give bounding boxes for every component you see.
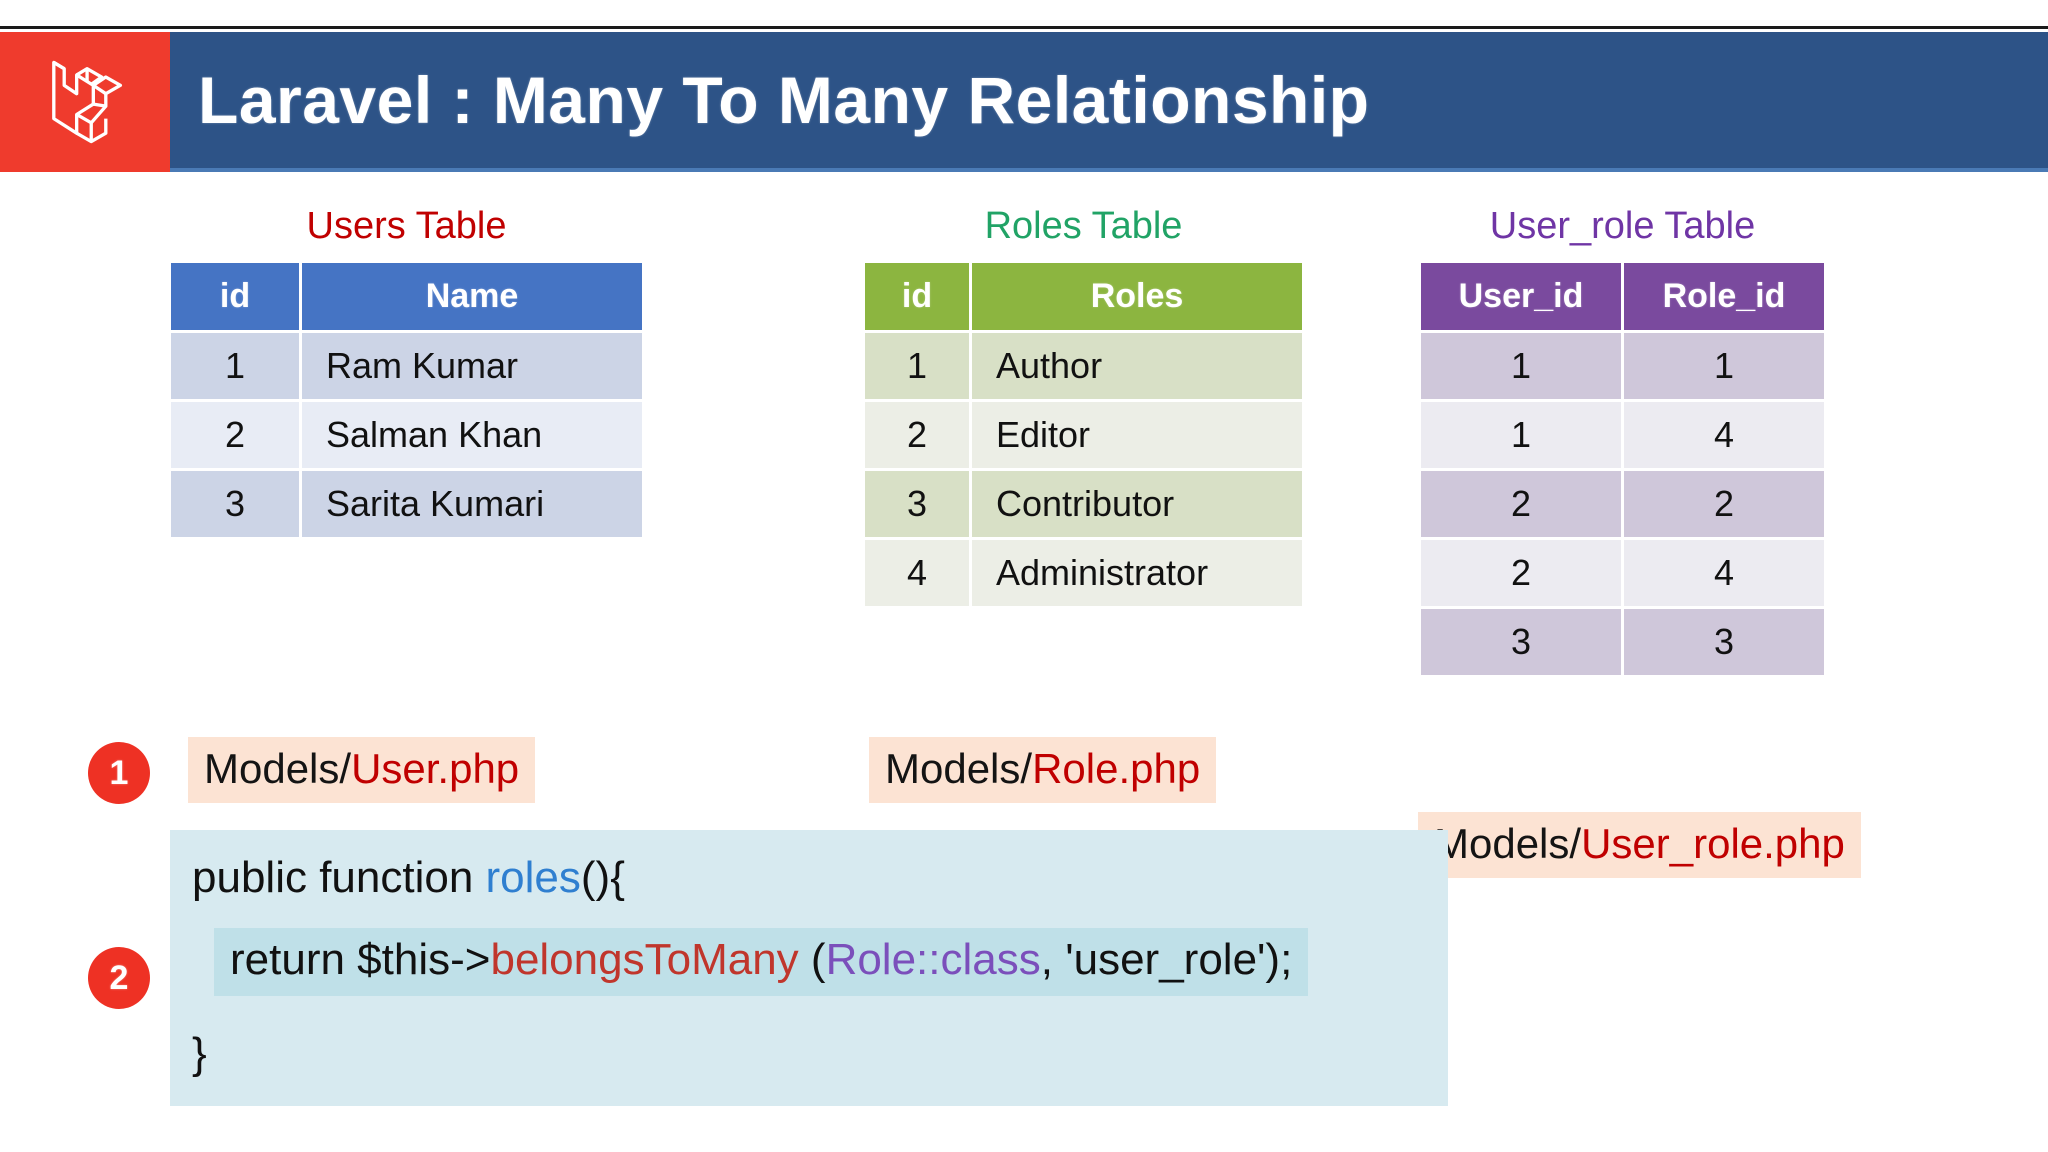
table-row: 1 1 bbox=[1421, 333, 1824, 399]
cell-role: Editor bbox=[972, 402, 1302, 468]
table-row: 2 Salman Khan bbox=[171, 402, 642, 468]
user-model-path-chip: Models/User.php bbox=[188, 737, 536, 804]
cell-name: Ram Kumar bbox=[302, 333, 642, 399]
code-token-belongs-to-many: belongsToMany bbox=[490, 935, 799, 984]
user-role-table: User_id Role_id 1 1 1 4 2 2 2 bbox=[1418, 260, 1827, 678]
cell-user-id: 3 bbox=[1421, 609, 1621, 675]
table-row: 2 2 bbox=[1421, 471, 1824, 537]
table-row: 3 Contributor bbox=[865, 471, 1302, 537]
cell-id: 4 bbox=[865, 540, 969, 606]
cell-role-id: 4 bbox=[1624, 402, 1824, 468]
table-row: 2 4 bbox=[1421, 540, 1824, 606]
table-row: 3 3 bbox=[1421, 609, 1824, 675]
roles-col-id: id bbox=[865, 263, 969, 330]
roles-table-block: Roles Table id Roles 1 Author 2 Editor 3 bbox=[862, 205, 1305, 609]
code-token-public-function: public function bbox=[192, 853, 486, 902]
code-token-role-class: Role::class bbox=[825, 935, 1041, 984]
php-code-block: public function roles(){ return $this->b… bbox=[170, 830, 1448, 1106]
top-divider bbox=[0, 26, 2048, 29]
cell-id: 2 bbox=[865, 402, 969, 468]
table-row: 1 Author bbox=[865, 333, 1302, 399]
table-row: 2 Editor bbox=[865, 402, 1302, 468]
users-col-id: id bbox=[171, 263, 299, 330]
roles-col-roles: Roles bbox=[972, 263, 1302, 330]
roles-table-title: Roles Table bbox=[984, 205, 1183, 247]
user-model-filename: User.php bbox=[351, 745, 520, 792]
code-token-open-paren: ( bbox=[798, 935, 826, 984]
users-table-block: Users Table id Name 1 Ram Kumar 2 Salman… bbox=[168, 205, 645, 540]
role-model-filename: Role.php bbox=[1032, 745, 1201, 792]
users-table: id Name 1 Ram Kumar 2 Salman Khan 3 Sari… bbox=[168, 260, 645, 540]
cell-role: Author bbox=[972, 333, 1302, 399]
cell-id: 1 bbox=[171, 333, 299, 399]
step-badge-1: 1 bbox=[88, 742, 150, 804]
cell-id: 2 bbox=[171, 402, 299, 468]
cell-user-id: 1 bbox=[1421, 402, 1621, 468]
users-col-name: Name bbox=[302, 263, 642, 330]
code-line-close-brace: } bbox=[192, 1029, 207, 1078]
users-table-title: Users Table bbox=[306, 205, 507, 247]
code-token-method-name: roles bbox=[485, 853, 581, 902]
urole-col-role-id: Role_id bbox=[1624, 263, 1824, 330]
cell-role: Administrator bbox=[972, 540, 1302, 606]
table-header-row: id Roles bbox=[865, 263, 1302, 330]
user-role-table-block: User_role Table User_id Role_id 1 1 1 4 … bbox=[1418, 205, 1827, 678]
header-title-bar: Laravel : Many To Many Relationship bbox=[170, 32, 2048, 172]
page-title: Laravel : Many To Many Relationship bbox=[198, 63, 1370, 137]
cell-user-id: 2 bbox=[1421, 471, 1621, 537]
user-role-table-title: User_role Table bbox=[1489, 205, 1756, 247]
cell-name: Sarita Kumari bbox=[302, 471, 642, 537]
role-model-path-chip: Models/Role.php bbox=[869, 737, 1217, 804]
table-row: 3 Sarita Kumari bbox=[171, 471, 642, 537]
roles-table: id Roles 1 Author 2 Editor 3 Contributor bbox=[862, 260, 1305, 609]
cell-id: 3 bbox=[865, 471, 969, 537]
code-token-open-brace: (){ bbox=[580, 853, 625, 902]
slide-header: Laravel : Many To Many Relationship bbox=[0, 32, 2048, 172]
table-header-row: User_id Role_id bbox=[1421, 263, 1824, 330]
cell-user-id: 2 bbox=[1421, 540, 1621, 606]
cell-user-id: 1 bbox=[1421, 333, 1621, 399]
user-role-model-path-prefix: Models/ bbox=[1434, 820, 1582, 867]
user-model-path-prefix: Models/ bbox=[204, 745, 352, 792]
code-token-return-this: return $this-> bbox=[230, 935, 491, 984]
laravel-logo-icon bbox=[0, 32, 170, 172]
cell-name: Salman Khan bbox=[302, 402, 642, 468]
urole-col-user-id: User_id bbox=[1421, 263, 1621, 330]
cell-role-id: 1 bbox=[1624, 333, 1824, 399]
table-row: 4 Administrator bbox=[865, 540, 1302, 606]
cell-role: Contributor bbox=[972, 471, 1302, 537]
code-line-function-signature: public function roles(){ bbox=[170, 856, 1448, 900]
table-row: 1 4 bbox=[1421, 402, 1824, 468]
table-row: 1 Ram Kumar bbox=[171, 333, 642, 399]
cell-role-id: 3 bbox=[1624, 609, 1824, 675]
role-model-path-prefix: Models/ bbox=[885, 745, 1033, 792]
code-return-highlight: return $this->belongsToMany (Role::class… bbox=[214, 928, 1309, 996]
cell-role-id: 2 bbox=[1624, 471, 1824, 537]
user-role-model-path-chip: Models/User_role.php bbox=[1418, 812, 1861, 879]
cell-id: 3 bbox=[171, 471, 299, 537]
code-token-pivot-arg: , 'user_role'); bbox=[1040, 935, 1293, 984]
cell-role-id: 4 bbox=[1624, 540, 1824, 606]
code-line-return: return $this->belongsToMany (Role::class… bbox=[170, 928, 1448, 996]
cell-id: 1 bbox=[865, 333, 969, 399]
table-header-row: id Name bbox=[171, 263, 642, 330]
step-badge-2: 2 bbox=[88, 947, 150, 1009]
user-role-model-filename: User_role.php bbox=[1581, 820, 1845, 867]
